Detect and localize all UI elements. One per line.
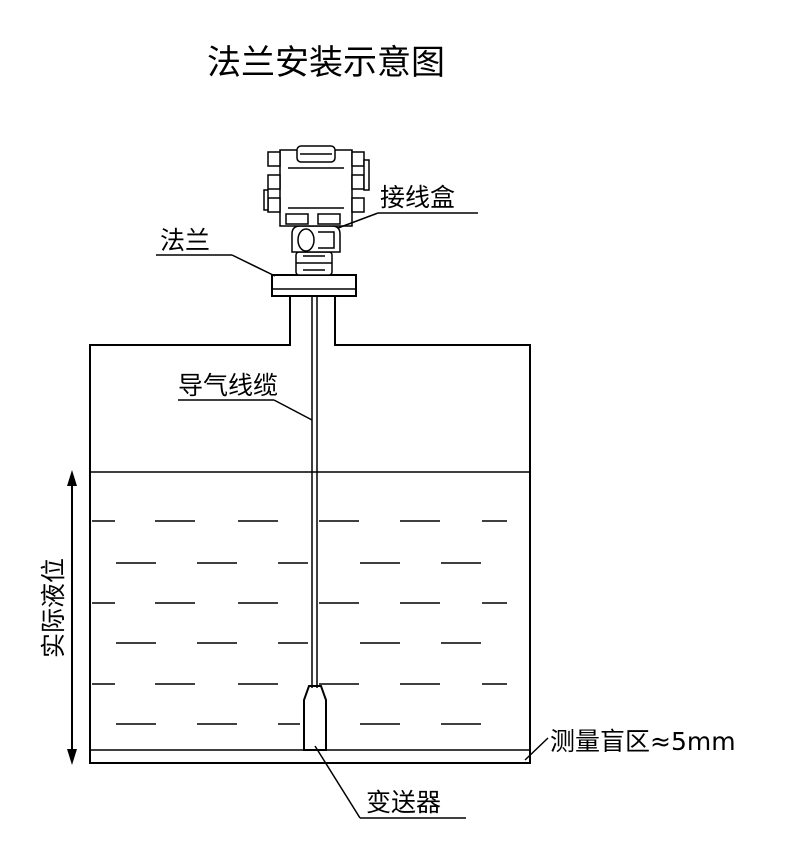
blind-zone-label: 测量盲区≈5mm [550,727,736,756]
leader-lines [156,212,549,819]
actual-level-dimension [67,470,77,765]
transmitter-label: 变送器 [366,788,441,817]
vent-cable-label: 导气线缆 [178,371,278,400]
liquid-hatching [92,520,507,725]
diagram-title: 法兰安装示意图 [207,43,445,83]
junction-box-label: 接线盒 [380,183,455,212]
flange-plate [271,274,357,297]
actual-level-label: 实际液位 [39,558,68,658]
transmitter-probe [303,685,327,751]
flange-label: 法兰 [160,226,210,255]
tank-outline [89,295,531,764]
transmitter-head [263,145,370,276]
